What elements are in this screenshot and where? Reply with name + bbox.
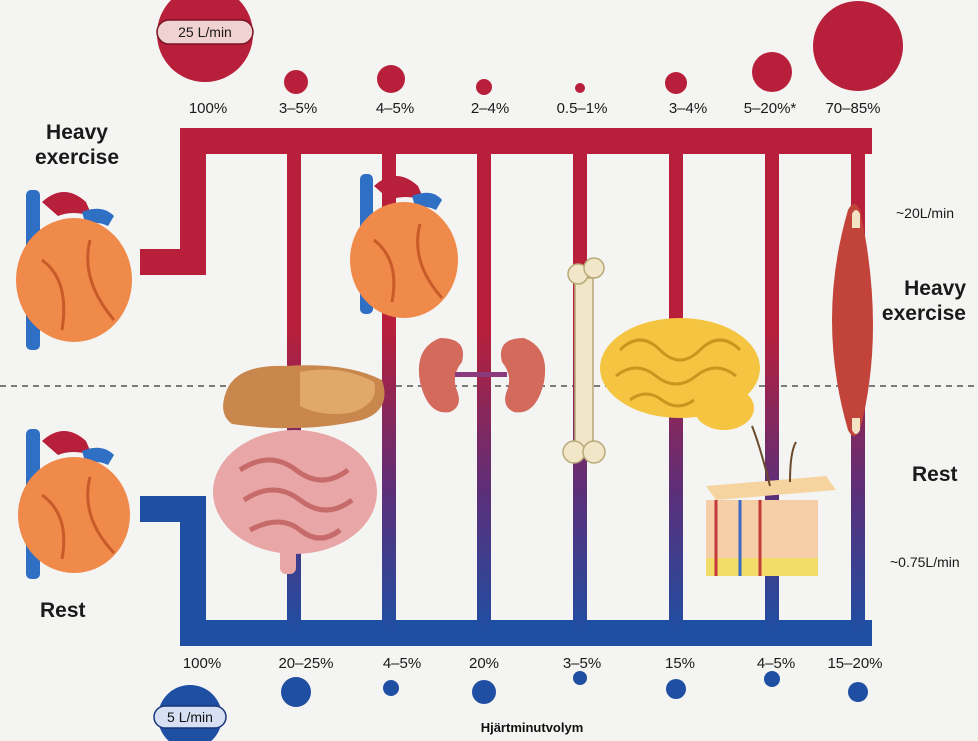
heavy-total-volume: 25 L/min <box>178 24 232 40</box>
heavy-flow-circle <box>575 83 585 93</box>
heart-icon <box>16 190 132 350</box>
heavy-percentage-label: 3–5% <box>278 100 318 117</box>
skin-icon <box>706 425 836 576</box>
heavy-flow-circle <box>377 65 405 93</box>
rest-flow-circle <box>383 680 399 696</box>
rest-percentage-label: 15% <box>664 655 696 672</box>
organ-branch <box>477 140 491 634</box>
brain-icon <box>600 318 760 430</box>
arterial-pipe <box>140 128 872 275</box>
heavy-flow-circle <box>665 72 687 94</box>
heart-icon <box>350 174 458 318</box>
heavy-flow-circle <box>284 70 308 94</box>
kidneys-icon <box>418 338 546 413</box>
rest-flow-circle <box>848 682 868 702</box>
rest-circles <box>153 671 868 741</box>
heart-icon <box>18 429 130 579</box>
muscle-flow-rest: ~0.75L/min <box>890 554 960 570</box>
heavy-flow-circle <box>752 52 792 92</box>
rest-label-right: Rest <box>912 463 958 486</box>
rest-percentage-label: 4–5% <box>382 655 422 672</box>
muscle-flow-heavy: ~20L/min <box>896 205 954 221</box>
heavy-percentage-label: 0.5–1% <box>556 100 608 117</box>
bone-icon <box>562 257 606 464</box>
heavy-percentage-label: 5–20%* <box>743 100 797 117</box>
rest-percentage-label: 3–5% <box>562 655 602 672</box>
rest-flow-circle <box>666 679 686 699</box>
rest-percentage-label: 20% <box>468 655 500 672</box>
heavy-percentage-label: 4–5% <box>375 100 415 117</box>
rest-flow-circle <box>281 677 311 707</box>
heavy-total-badge <box>156 19 254 45</box>
rest-percentage-label: 100% <box>182 655 222 672</box>
muscle-icon <box>832 204 873 436</box>
caption: Hjärtminutvolym <box>481 720 584 735</box>
rest-percentage-label: 20–25% <box>278 655 334 672</box>
heavy-flow-circle <box>813 1 903 91</box>
rest-flow-circle <box>764 671 780 687</box>
rest-flow-circle <box>573 671 587 685</box>
heavy-percentage-label: 70–85% <box>825 100 881 117</box>
heavy-flow-circle <box>476 79 492 95</box>
heavy-exercise-label-left: Heavy exercise <box>34 121 120 169</box>
heavy-percentage-label: 3–4% <box>668 100 708 117</box>
heavy-percentage-label: 100% <box>188 100 228 117</box>
rest-flow-circle <box>472 680 496 704</box>
rest-total-badge <box>153 705 227 729</box>
rest-total-volume: 5 L/min <box>167 709 213 725</box>
heavy-exercise-label-right: Heavy exercise <box>881 277 966 325</box>
rest-percentage-label: 15–20% <box>827 655 883 672</box>
liver-and-intestines-icon <box>213 365 385 574</box>
rest-label-left: Rest <box>40 599 86 622</box>
heavy-exercise-circles <box>156 0 903 95</box>
heavy-percentage-label: 2–4% <box>470 100 510 117</box>
rest-percentage-label: 4–5% <box>756 655 796 672</box>
